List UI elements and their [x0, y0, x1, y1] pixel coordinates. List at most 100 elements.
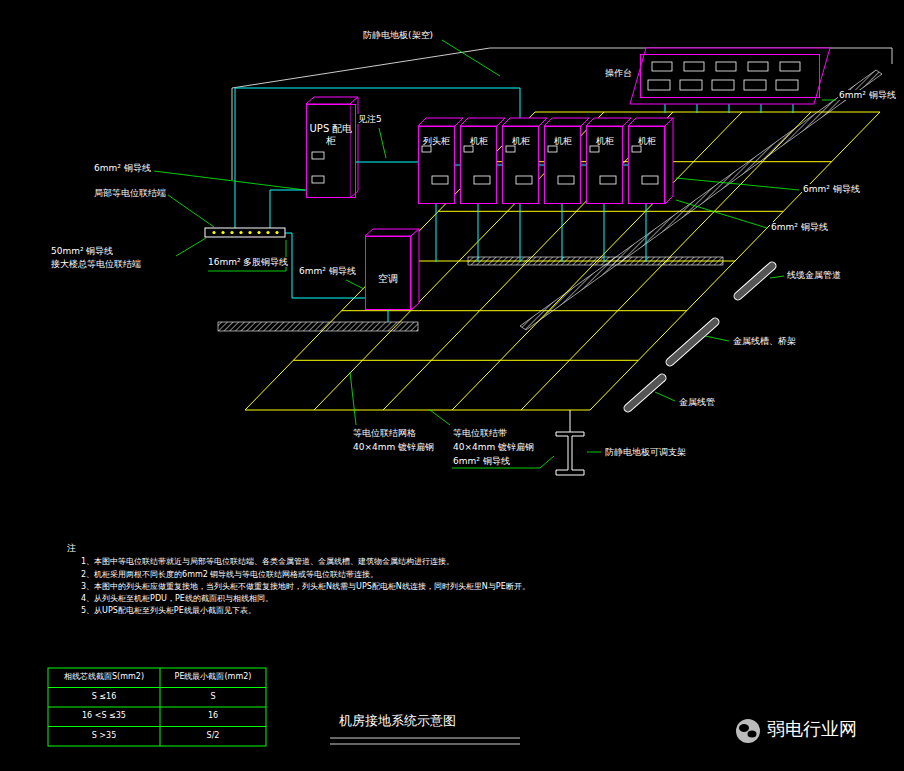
leader-line — [655, 392, 675, 401]
table-cell: PE线最小截面(mm2) — [174, 672, 253, 681]
leader-line — [676, 200, 767, 228]
leader-line — [430, 410, 450, 425]
table-cell: S — [209, 692, 216, 701]
bonding-wire — [665, 104, 666, 113]
floor-support-symbol — [556, 432, 584, 475]
leader-line — [350, 372, 356, 425]
node-label: 机柜 — [596, 136, 614, 147]
cabinet-side — [350, 97, 358, 198]
floor-label: 防静电地板(架空) — [362, 30, 434, 40]
bonding-strip — [520, 70, 882, 330]
support-stem — [570, 410, 571, 432]
node-label: 机柜 — [638, 136, 656, 147]
cabinet-bodies — [418, 126, 665, 204]
pipe-outline — [670, 322, 715, 362]
terminal-dot — [212, 231, 215, 234]
terminal-dot — [257, 231, 260, 234]
table-cell: 16 — [207, 711, 219, 720]
device-box — [558, 176, 574, 184]
grid-line — [452, 112, 742, 410]
node-label: 机柜 — [470, 136, 488, 147]
cabinet-faces — [418, 118, 673, 204]
bonding-bar-label: 接大楼总等电位联结端 — [50, 259, 142, 269]
rack-cabinet: 机柜 — [586, 126, 623, 204]
terminal-dot — [230, 231, 233, 234]
grid-line — [342, 310, 687, 311]
console-outline — [630, 48, 830, 104]
cabinet-top — [418, 118, 463, 126]
device-box — [516, 176, 532, 184]
diagram-title: 机房接地系统示意图 — [338, 714, 457, 729]
grid-line — [438, 211, 783, 212]
note-line: 3、本图中的列头柜应做重复接地，当列头柜不做重复接地时，列头柜N线需与UPS配电… — [80, 582, 531, 591]
head-cabinet: 列头柜 — [418, 126, 455, 204]
material-label: 40×4mm 镀锌扁钢 — [352, 442, 435, 452]
cabinet-top — [586, 118, 631, 126]
device-box — [464, 146, 473, 152]
device-box — [712, 80, 734, 90]
bonding-wire — [793, 104, 794, 113]
trunking-label: 金属线槽、桥架 — [732, 336, 797, 346]
watermark-icon — [736, 719, 760, 743]
node-label: 机柜 — [512, 136, 530, 147]
bonding-wire — [729, 104, 730, 113]
node-label: UPS 配电柜 — [307, 123, 355, 147]
leader-lines — [154, 40, 836, 468]
cabinet-side — [665, 118, 673, 204]
air-conditioner: 空调 — [365, 236, 411, 310]
device-box — [652, 62, 672, 71]
bonding-wire — [761, 104, 762, 113]
device-box — [474, 176, 490, 184]
note-line: 4、从列头柜至机柜PDU，PE线的截面积与相线相同。 — [80, 594, 274, 603]
device-box — [600, 176, 616, 184]
leader-line — [442, 40, 500, 76]
grid-label: 等电位联结网格 — [352, 428, 417, 438]
note-line: 1、本图中等电位联结带就近与局部等电位联结端、各类金属管道、金属线槽、建筑物金属… — [80, 557, 455, 566]
bonding-wire — [388, 310, 389, 322]
cabinet-body — [365, 236, 411, 310]
table-rule — [48, 687, 266, 688]
leader-line — [154, 171, 305, 190]
cabinet-top — [544, 118, 589, 126]
cabinet-body — [306, 104, 350, 198]
local-bonding-bar — [205, 228, 285, 237]
device-box — [590, 146, 599, 152]
device-box — [716, 62, 736, 71]
device-box — [312, 176, 324, 183]
metal-pipe — [738, 266, 772, 296]
leader-line — [176, 238, 206, 256]
table-cell: 16 <S ≤35 — [81, 711, 127, 720]
device-box — [506, 146, 515, 152]
leader-line — [379, 128, 386, 158]
console-devices — [648, 62, 800, 90]
pipe-label: 线缆金属管道 — [786, 270, 842, 280]
support-label: 防静电地板可调支架 — [604, 447, 687, 457]
cabinet-body — [460, 126, 497, 204]
cabinet-body — [544, 126, 581, 204]
cabinet-side — [411, 229, 419, 310]
bonding-wire — [604, 204, 605, 262]
rack-cabinet: 机柜 — [502, 126, 539, 204]
metal-trunking — [670, 322, 715, 362]
cabinet-top — [306, 97, 358, 104]
device-box — [744, 80, 766, 90]
wire-spec-label: 6mm² 铜导线 — [298, 266, 357, 276]
wire-spec-label: 6mm² 铜导线 — [802, 184, 861, 194]
device-box — [780, 62, 800, 71]
watermark-icon-bubble — [748, 731, 757, 738]
terminal-dot — [266, 231, 269, 234]
table-rule — [48, 707, 266, 708]
pipe-outline — [738, 266, 772, 296]
cabinet-body — [418, 126, 455, 204]
device-box — [422, 146, 431, 152]
bonding-wire — [562, 204, 563, 262]
bonding-bar-label: 局部等电位联结端 — [93, 188, 167, 198]
note-line: 5、从UPS配电柜至列头柜PE线最小截面见下表。 — [80, 606, 257, 615]
device-box — [642, 176, 658, 184]
leader-line — [705, 336, 729, 341]
rack-cabinet: 机柜 — [544, 126, 581, 204]
rack-cabinet: 机柜 — [460, 126, 497, 204]
cabinet-body — [628, 126, 665, 204]
cabinet-body — [502, 126, 539, 204]
rack-cabinet: 机柜 — [628, 126, 665, 204]
